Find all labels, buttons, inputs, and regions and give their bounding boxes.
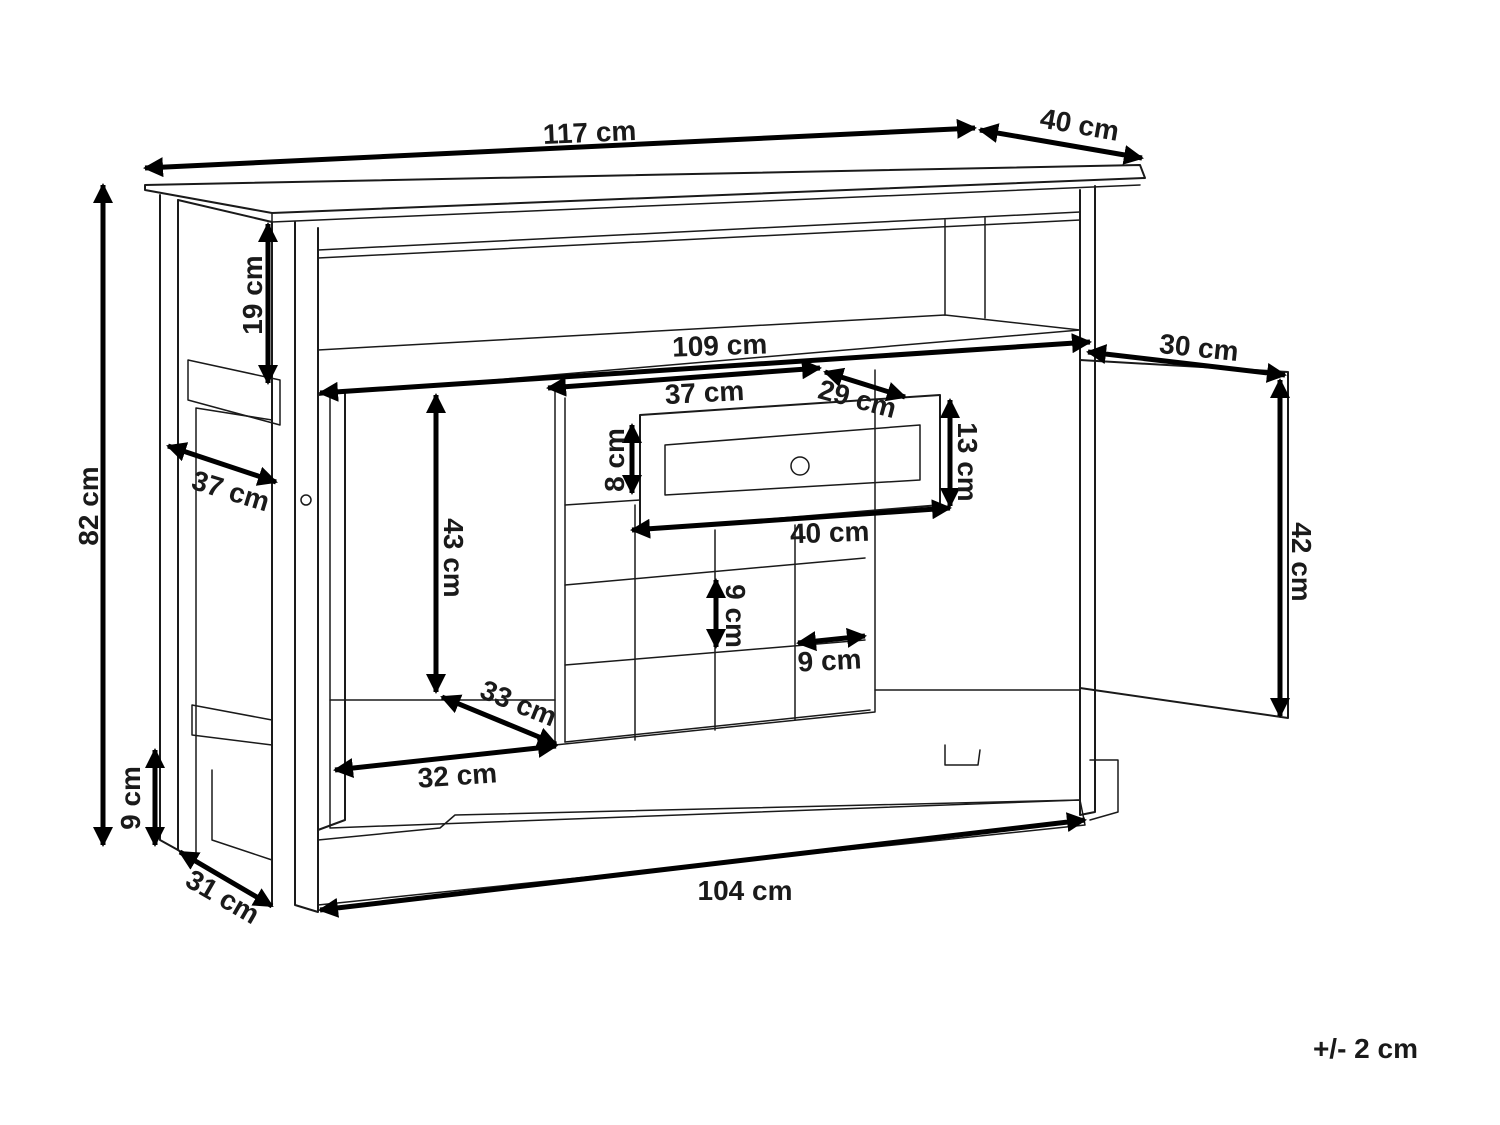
label-cabinet-height: 43 cm bbox=[438, 518, 469, 597]
dim-line-side-depth bbox=[166, 442, 278, 486]
label-door-height: 42 cm bbox=[1286, 522, 1317, 601]
label-cabinet-depth: 33 cm bbox=[476, 674, 561, 732]
upper-rail bbox=[317, 211, 1081, 259]
label-leg-height: 9 cm bbox=[115, 766, 146, 830]
right-door bbox=[1079, 359, 1289, 719]
drawer-knob bbox=[790, 456, 810, 476]
left-lower-rail bbox=[191, 704, 273, 746]
label-base-depth: 31 cm bbox=[181, 863, 265, 930]
left-panel-front bbox=[159, 194, 179, 851]
dimension-lines bbox=[93, 118, 1290, 918]
dim-line-depth-top bbox=[978, 123, 1144, 165]
front-right-post bbox=[1079, 185, 1096, 816]
label-inner-width: 109 cm bbox=[672, 328, 768, 362]
label-drawer-inner: 8 cm bbox=[599, 428, 630, 492]
dim-line-door-width bbox=[1086, 344, 1287, 383]
dim-line-drawer-width bbox=[546, 359, 822, 397]
right-foot bbox=[1089, 759, 1119, 821]
dim-line-base-depth bbox=[178, 849, 274, 909]
label-cabinet-width: 32 cm bbox=[417, 757, 498, 793]
label-side-depth: 37 cm bbox=[188, 464, 273, 517]
left-foot bbox=[211, 769, 273, 861]
left-door bbox=[317, 391, 346, 831]
dim-line-drawer-front bbox=[630, 499, 952, 539]
dim-line-drawer-depth bbox=[823, 367, 907, 402]
dim-line-cabinet-depth bbox=[440, 694, 558, 747]
dim-line-width-top bbox=[143, 118, 977, 178]
drawer-panel bbox=[664, 424, 921, 496]
label-shelf-height: 19 cm bbox=[237, 255, 268, 334]
sideboard-outline bbox=[144, 164, 1289, 913]
dim-line-cabinet-width bbox=[333, 738, 558, 778]
left-rail bbox=[187, 359, 281, 426]
plinth-notch bbox=[944, 744, 981, 766]
tolerance-note: +/- 2 cm bbox=[1313, 1033, 1418, 1064]
door-knob bbox=[300, 494, 312, 506]
label-drawer-width: 37 cm bbox=[664, 375, 745, 410]
dim-line-rack-cell-width bbox=[796, 627, 867, 652]
label-base-width: 104 cm bbox=[698, 875, 793, 906]
dimension-labels: 117 cm 40 cm 82 cm 19 cm 109 cm 37 cm 30… bbox=[73, 102, 1317, 930]
top-edge bbox=[271, 184, 1141, 223]
shelf-back-post bbox=[944, 217, 986, 319]
front-left-post bbox=[294, 221, 319, 913]
dim-line-base-width bbox=[318, 812, 1087, 918]
label-width-top: 117 cm bbox=[542, 115, 637, 150]
label-rack-cell-width: 9 cm bbox=[797, 643, 862, 677]
label-drawer-front: 40 cm bbox=[789, 516, 869, 550]
label-height-total: 82 cm bbox=[73, 466, 104, 545]
label-drawer-height: 13 cm bbox=[952, 422, 983, 501]
label-rack-cell-height: 9 cm bbox=[720, 584, 751, 648]
